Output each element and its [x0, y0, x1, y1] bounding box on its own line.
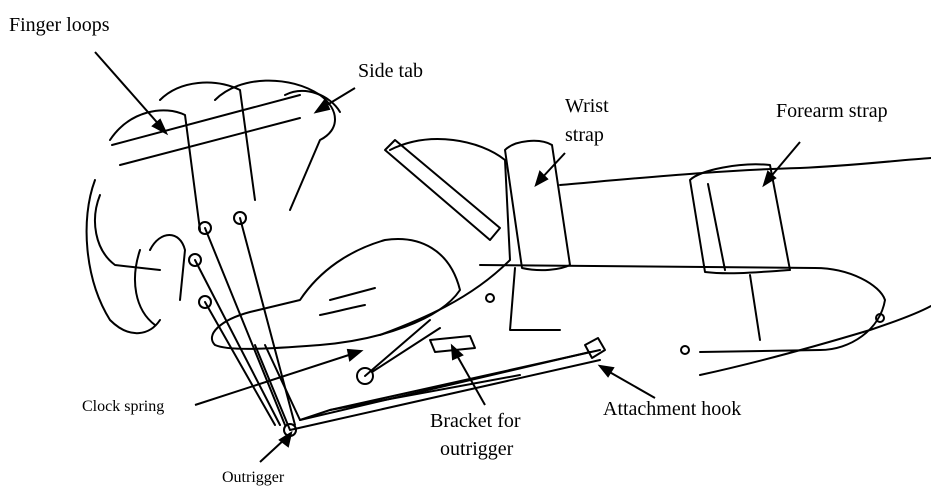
forearm-outline — [560, 158, 931, 185]
clock-spring-label: Clock spring — [82, 398, 164, 416]
attachment-hook-pointer — [606, 370, 655, 398]
forearm-underside — [700, 306, 931, 375]
wrist-strap-label-line2: strap — [565, 124, 604, 146]
finger-loops-pointer — [95, 52, 162, 128]
fingertip-curl — [150, 235, 185, 300]
outrigger-label: Outrigger — [222, 469, 284, 487]
attachment-hook-shape — [585, 338, 605, 358]
splint-shell — [480, 265, 885, 352]
finger-loops-label: Finger loops — [9, 14, 110, 36]
forearm-strap-pointer — [768, 142, 800, 180]
side-tab-label: Side tab — [358, 60, 423, 82]
forearm-strap-shape — [690, 164, 790, 273]
attachment-hook-label: Attachment hook — [603, 398, 741, 420]
bracket-label-line2: outrigger — [440, 438, 513, 460]
little-finger — [95, 195, 160, 270]
forearm-strap-label: Forearm strap — [776, 100, 888, 122]
bracket-label-line1: Bracket for — [430, 410, 521, 432]
wrist-strap-shape — [505, 141, 570, 270]
ring-finger — [110, 110, 200, 230]
wrist-strap-label-line1: Wrist — [565, 95, 609, 117]
outrigger-wire-1 — [205, 228, 285, 425]
index-finger — [215, 81, 335, 210]
outrigger-wire-4 — [205, 302, 275, 425]
clock-spring-pointer — [195, 353, 355, 405]
